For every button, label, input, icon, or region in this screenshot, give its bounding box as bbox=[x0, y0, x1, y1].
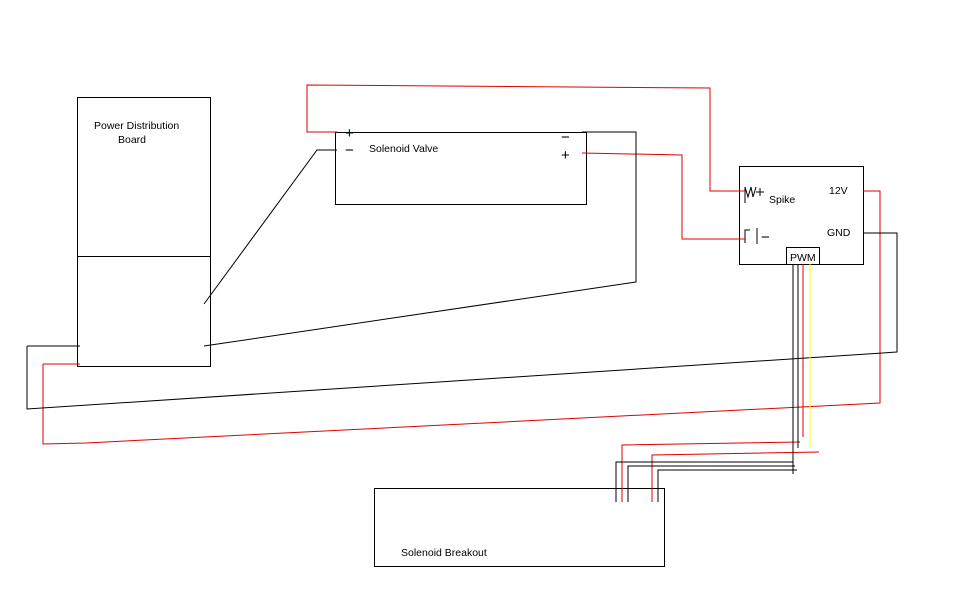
black-wire-pwm-to-breakout-b bbox=[627, 465, 795, 502]
black-wire-pdb-to-valve-minus bbox=[203, 149, 337, 305]
spike-minus-terminal-icon bbox=[744, 228, 758, 244]
valve-label: Solenoid Valve bbox=[369, 143, 438, 155]
red-wire-pdb-to-spike-12v bbox=[42, 190, 881, 445]
valve-right-plus: + bbox=[561, 147, 570, 164]
breakout-label: Solenoid Breakout bbox=[401, 547, 487, 559]
red-wire-pwm-to-breakout-b bbox=[651, 451, 820, 502]
solenoid-breakout: Solenoid Breakout bbox=[374, 488, 665, 567]
black-wire-pwm-to-breakout-c bbox=[657, 469, 797, 502]
valve-outline bbox=[335, 132, 587, 205]
power-distribution-board: Power Distribution Board bbox=[77, 97, 211, 367]
black-wires bbox=[26, 131, 898, 502]
pdb-label-line1: Power Distribution bbox=[94, 120, 179, 132]
red-wire-valve-right-plus-to-spike-minus bbox=[581, 152, 745, 240]
red-wire-pwm-to-breakout-a bbox=[621, 441, 801, 502]
black-wire-pwm-to-breakout-a bbox=[615, 461, 794, 502]
spike-minus-symbol: − bbox=[761, 229, 770, 246]
red-wire-valve-plus-to-spike-plus bbox=[306, 84, 745, 192]
valve-right-minus: − bbox=[561, 129, 570, 146]
black-wire-pdb-to-spike-gnd bbox=[26, 232, 898, 410]
spike-gnd-label: GND bbox=[827, 227, 851, 239]
red-wires bbox=[42, 84, 881, 502]
breakout-outline bbox=[374, 488, 665, 567]
pdb-label-line2: Board bbox=[118, 134, 146, 146]
spike-outline bbox=[739, 166, 864, 265]
pdb-outline bbox=[77, 97, 211, 367]
spike-label: Spike bbox=[769, 194, 795, 206]
spike-plus-terminal-icon bbox=[744, 186, 764, 203]
spike-relay: Spike 12V GND PWM − bbox=[739, 166, 864, 265]
solenoid-valve: Solenoid Valve + − − + bbox=[335, 125, 587, 205]
spike-12v-label: 12V bbox=[829, 185, 848, 197]
valve-left-plus: + bbox=[345, 125, 354, 142]
valve-left-minus: − bbox=[345, 142, 354, 159]
pwm-label: PWM bbox=[790, 252, 816, 264]
black-wire-pdb-to-valve-right-minus bbox=[203, 131, 637, 347]
